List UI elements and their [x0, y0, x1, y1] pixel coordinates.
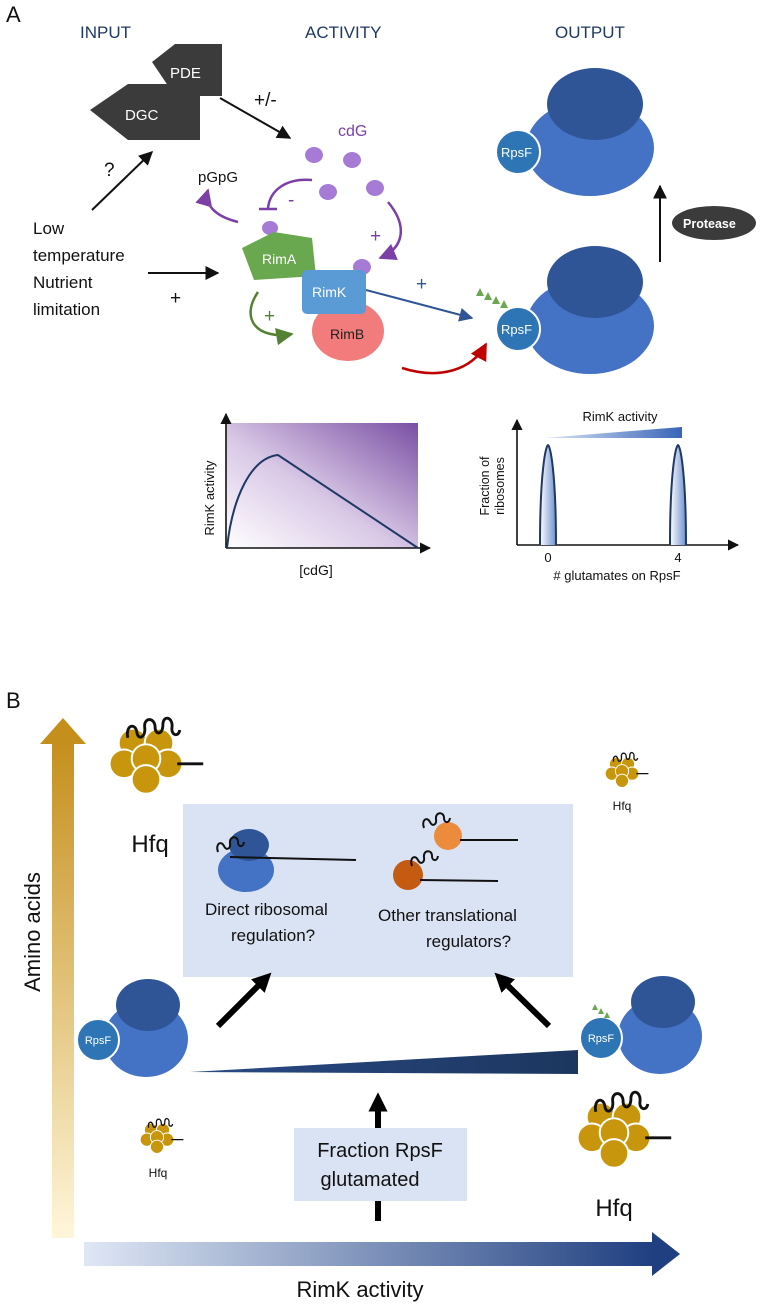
rimb-shape [312, 301, 384, 361]
hfq-small-top-right [604, 751, 650, 789]
inhibition-cdg-to-rima [266, 178, 313, 209]
rimk-activity-wedge [544, 427, 682, 438]
activity-curve [226, 453, 419, 549]
panel-b-letter: B [6, 688, 21, 713]
header-input: INPUT [80, 23, 131, 42]
header-output: OUTPUT [555, 23, 625, 42]
pde-shape: PDE [152, 44, 222, 96]
rimb-label: RimB [330, 326, 364, 342]
rimk-label: RimK [312, 284, 347, 300]
arrow-to-direct-regulation [215, 972, 272, 1029]
panel-a-letter: A [6, 2, 21, 27]
box-ribosome [216, 829, 357, 892]
ribosome-glutamated-b: RpsF [579, 976, 702, 1074]
rimk-shape [302, 270, 366, 314]
plot-right-ylabel-1: Fraction of [478, 456, 492, 516]
plot-right-xlabel: # glutamates on RpsF [553, 568, 680, 583]
label-low: Low [33, 219, 65, 238]
y-axis-label: Amino acids [20, 872, 45, 992]
plot-rimk-vs-cdg: RimK activity [cdG] [202, 412, 432, 578]
sign-minus: - [288, 190, 294, 211]
hfq-label-top-left: Hfq [131, 831, 168, 858]
dgc-shape: DGC [90, 84, 200, 140]
label-limitation: limitation [33, 300, 100, 319]
arrow-rimk-to-rpsf [365, 289, 474, 322]
ribosome-output: RpsF [495, 68, 654, 196]
rpsf-label-a-top: RpsF [501, 145, 532, 160]
fraction-line-2: glutamated [321, 1169, 420, 1191]
peak-0 [539, 443, 557, 546]
amino-acids-axis: Amino acids [20, 718, 86, 1238]
tick-4: 4 [674, 550, 681, 565]
rpsf-label-b-left: RpsF [85, 1035, 112, 1047]
sign-plus-green: + [264, 306, 275, 327]
box-text-4: regulators? [426, 932, 511, 951]
box-text-2: regulation? [231, 926, 315, 945]
ribosome-unmodified-b: RpsF [76, 979, 188, 1077]
sign-plus-signals: + [170, 288, 181, 309]
arrow-dgc-to-cdg [219, 97, 292, 139]
sign-question: ? [104, 160, 115, 181]
header-activity: ACTIVITY [305, 23, 382, 42]
plot-right-ylabel-2: ribosomes [493, 457, 507, 515]
box-regulators [393, 812, 518, 890]
protease-label: Protease [683, 217, 736, 231]
pde-label: PDE [170, 65, 201, 82]
label-cdg: cdG [338, 123, 367, 140]
arrow-to-other-regulators [494, 972, 552, 1029]
box-text-1: Direct ribosomal [205, 900, 328, 919]
plot-left-ylabel: RimK activity [202, 460, 217, 536]
arrow-rima-self [249, 291, 294, 346]
rimk-activity-axis: RimK activity [84, 1232, 680, 1302]
plot-left-xlabel: [cdG] [299, 562, 332, 578]
ribosome-modified: RpsF [495, 246, 654, 374]
glutamation-wedge [190, 1050, 578, 1074]
box-text-3: Other translational [378, 906, 517, 925]
plot-right-wedge-label: RimK activity [582, 409, 658, 424]
rima-shape [242, 232, 316, 280]
tick-0: 0 [544, 550, 551, 565]
plot-fraction-ribosomes: RimK activity Fraction of ribosomes 0 4 … [478, 409, 740, 583]
rpsf-label-b-right: RpsF [588, 1033, 615, 1045]
glutamate-tags [476, 288, 508, 308]
arrow-cdg-to-rimk [378, 201, 403, 261]
label-pgpg: pGpG [198, 169, 238, 186]
fraction-line-1: Fraction RpsF [317, 1140, 443, 1162]
label-nutrient: Nutrient [33, 273, 93, 292]
arrow-rima-to-pgpg [195, 188, 239, 224]
peak-4 [669, 443, 687, 546]
sign-plus-purple: + [370, 226, 381, 247]
x-axis-label: RimK activity [296, 1277, 423, 1302]
hfq-large-top-left [108, 716, 205, 796]
hfq-small-bottom-left [139, 1117, 185, 1155]
protease-shape [672, 206, 756, 240]
rpsf-label-a-bottom: RpsF [501, 322, 532, 337]
arrow-rimb-to-rpsf [401, 342, 488, 375]
label-temperature: temperature [33, 246, 125, 265]
sign-plus-minus: +/- [254, 90, 277, 111]
hfq-label-top-right: Hfq [613, 799, 632, 813]
hfq-large-bottom-right [576, 1090, 673, 1170]
fraction-box [294, 1128, 467, 1201]
sign-plus-blue: + [416, 274, 427, 295]
hfq-label-bottom-left: Hfq [149, 1166, 168, 1180]
rima-label: RimA [262, 251, 297, 267]
arrow-low-temp-to-dgc [91, 151, 154, 211]
hfq-label-bottom-right: Hfq [595, 1195, 632, 1222]
dgc-label: DGC [125, 107, 159, 124]
